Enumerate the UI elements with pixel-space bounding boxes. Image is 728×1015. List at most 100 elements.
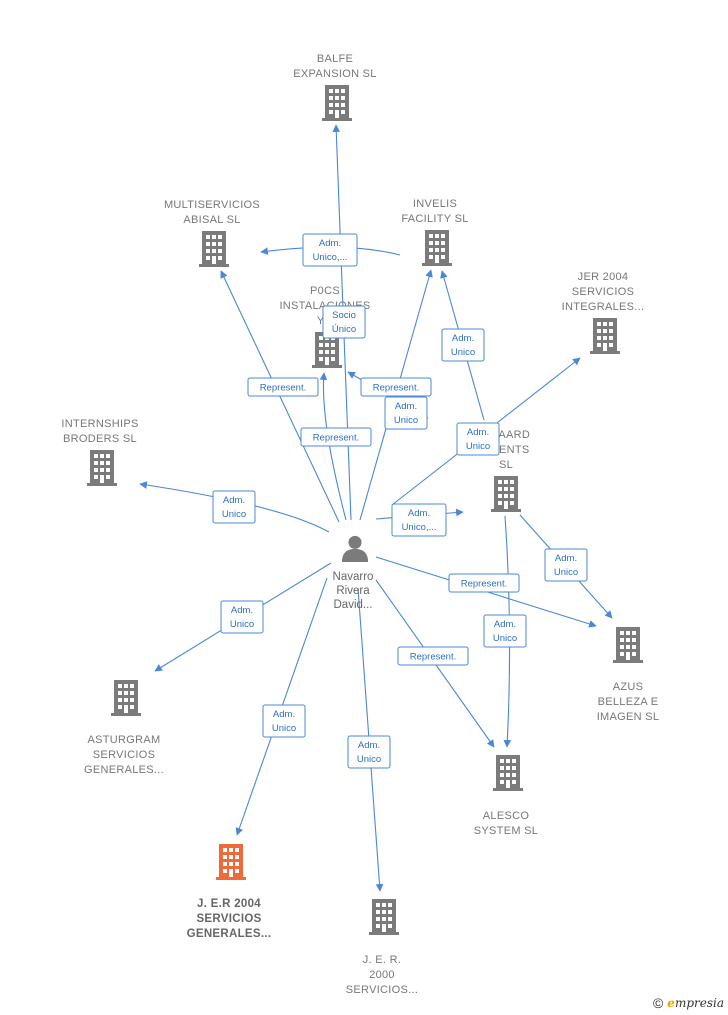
- edge-label-pocs[interactable]: Represent.: [300, 427, 372, 447]
- company-label-line: MULTISERVICIOS: [164, 199, 260, 211]
- building-icon: [369, 899, 399, 935]
- edge-label-azus[interactable]: Represent.: [448, 573, 520, 593]
- edge-label-text: Adm.: [395, 401, 417, 412]
- edge-label-box: [448, 573, 520, 593]
- company-label-line: ABISAL SL: [183, 214, 240, 226]
- edge-label-text: Adm.: [231, 605, 253, 616]
- edge-label-alesco[interactable]: Represent.: [397, 646, 469, 666]
- edge-label-box: [544, 548, 588, 582]
- building-icon: [322, 85, 352, 121]
- person-node[interactable]: NavarroRiveraDavid...: [333, 535, 374, 611]
- building-icon: [493, 755, 523, 791]
- person-icon: [341, 535, 369, 562]
- edge-label-text: Unico: [554, 567, 578, 578]
- company-node-balfe[interactable]: BALFE EXPANSION SL: [293, 53, 376, 121]
- edge-label-multiservicios[interactable]: Adm.Unico,...: [302, 233, 358, 267]
- edge-label-invelis[interactable]: Adm.Unico: [384, 396, 428, 430]
- copyright-symbol: ©: [652, 995, 664, 1011]
- building-icon: [613, 627, 643, 663]
- company-node-multiservicios[interactable]: MULTISERVICIOS ABISAL SL: [164, 199, 260, 267]
- company-label-line: BALFE: [317, 53, 353, 65]
- edge-label-text: Adm.: [494, 619, 516, 630]
- edge-label-text: Represent.: [373, 383, 419, 394]
- building-icon: [590, 318, 620, 354]
- edge-label-box: [360, 377, 432, 397]
- company-label-line: SL: [499, 459, 513, 471]
- edge-label-text: Unico: [272, 723, 296, 734]
- edge-label-box: [300, 427, 372, 447]
- company-node-asturgram[interactable]: ASTURGRAM SERVICIOS GENERALES...: [84, 680, 164, 776]
- edge-label-multiservicios[interactable]: Represent.: [247, 377, 319, 397]
- company-label-line: EXPANSION SL: [293, 68, 376, 80]
- edge-label-box: [456, 422, 500, 456]
- company-label-line: IMAGEN SL: [597, 711, 660, 723]
- edge-label-box: [220, 600, 264, 634]
- company-label-line: 2000: [369, 969, 395, 981]
- edge-label-box: [347, 735, 391, 769]
- edge-label-jer2000[interactable]: Adm.Unico: [347, 735, 391, 769]
- company-label-line: BRODERS SL: [63, 433, 137, 445]
- edge-label-text: Represent.: [410, 652, 456, 663]
- edge-label-text: Adm.: [467, 427, 489, 438]
- edge-label-pocs[interactable]: Represent.: [360, 377, 432, 397]
- building-icon: [216, 844, 246, 880]
- person-name-line: Rivera: [336, 585, 370, 597]
- edge-label-asturgram[interactable]: Adm.Unico: [220, 600, 264, 634]
- edge-label-box: [397, 646, 469, 666]
- edge-label-text: Represent.: [313, 433, 359, 444]
- edge-label-text: Adm.: [555, 553, 577, 564]
- building-icon: [87, 450, 117, 486]
- company-label-line: INTEGRALES...: [562, 301, 645, 313]
- edge-labels-layer: SocioÚnicoRepresent.Adm.UnicoAdm.UnicoRe…: [212, 233, 588, 769]
- company-label-line: JER 2004: [578, 271, 629, 283]
- edge-label-box: [322, 305, 366, 339]
- person-name-line: David...: [334, 599, 373, 611]
- edge-label-azus[interactable]: Adm. Unico: [544, 548, 588, 582]
- company-node-internships[interactable]: INTERNSHIPS BRODERS SL: [61, 418, 138, 486]
- company-label-line: INVELIS: [413, 198, 457, 210]
- edge-label-invelis[interactable]: Adm. Unico: [441, 328, 485, 362]
- edge-label-box: [247, 377, 319, 397]
- edge-label-text: Unico: [222, 509, 246, 520]
- company-label-line: ALESCO: [483, 810, 530, 822]
- company-label-line: GENERALES...: [84, 764, 164, 776]
- company-label-line: P0CS: [310, 285, 340, 297]
- company-label-line: BELLEZA E: [598, 696, 659, 708]
- edge-label-text: Adm.: [223, 495, 245, 506]
- company-label-line: SERVICIOS: [93, 749, 155, 761]
- company-label-line: SYSTEM SL: [474, 825, 538, 837]
- company-label-line: INTERNSHIPS: [61, 418, 138, 430]
- edge-label-egaard[interactable]: Adm.Unico,...: [391, 503, 447, 537]
- edge-label-text: Adm.: [273, 709, 295, 720]
- company-label-line: SERVICIOS: [196, 913, 261, 925]
- edge-label-jer2004[interactable]: Adm. Unico: [456, 422, 500, 456]
- company-label-line: SERVICIOS...: [346, 984, 418, 996]
- edge-label-text: Adm.: [358, 740, 380, 751]
- edge-label-box: [384, 396, 428, 430]
- company-node-jer2000[interactable]: J. E. R. 2000SERVICIOS...: [346, 899, 418, 996]
- building-icon: [199, 231, 229, 267]
- footer-brand: © empresia: [653, 995, 724, 1011]
- company-label-line: ASTURGRAM: [88, 734, 161, 746]
- empresia-logo[interactable]: empresia: [667, 996, 724, 1010]
- company-node-jer2004sg[interactable]: J. E.R 2004SERVICIOSGENERALES...: [187, 844, 272, 940]
- edge-label-text: Adm.: [452, 333, 474, 344]
- company-node-jer2004[interactable]: JER 2004SERVICIOSINTEGRALES...: [562, 271, 645, 354]
- edge-label-box: [441, 328, 485, 362]
- company-label-line: GENERALES...: [187, 928, 272, 940]
- edge-label-jer2004sg[interactable]: Adm. Unico: [262, 704, 306, 738]
- edge-label-alesco[interactable]: Adm. Unico: [483, 614, 527, 648]
- edge-label-text: Represent.: [461, 579, 507, 590]
- edge-label-internships[interactable]: Adm. Unico: [212, 490, 256, 524]
- edge-label-box: [262, 704, 306, 738]
- company-node-alesco[interactable]: ALESCO SYSTEM SL: [474, 755, 538, 837]
- person-name-line: Navarro: [333, 571, 374, 583]
- edge-label-text: Unico: [493, 633, 517, 644]
- edge-label-text: Represent.: [260, 383, 306, 394]
- edge-label-text: Unico: [466, 441, 490, 452]
- company-label-line: J. E. R.: [363, 954, 401, 966]
- edge-label-text: Unico: [451, 347, 475, 358]
